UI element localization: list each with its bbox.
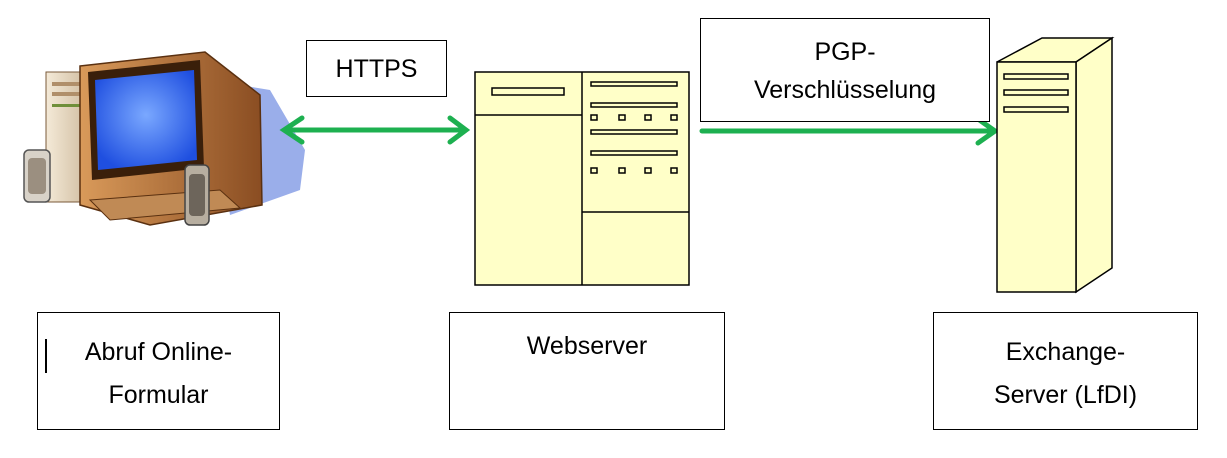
exchange-text-line2: Server (LfDI) [993,381,1138,409]
pgp-text-line2: Verschlüsselung [753,76,937,104]
tower-server-icon [996,36,1115,294]
https-arrow [279,115,471,145]
https-label: HTTPS [306,40,447,97]
https-text: HTTPS [335,55,418,83]
pgp-label: PGP- Verschlüsselung [700,18,990,122]
computer-icon [23,51,305,226]
exchange-label: Exchange- Server (LfDI) [933,312,1198,430]
webserver-text: Webserver [526,332,648,360]
client-label: Abruf Online- Formular [37,312,280,430]
client-text-line1: Abruf Online- [84,338,233,366]
text-cursor [45,339,47,373]
exchange-text-line1: Exchange- [1005,338,1126,366]
client-text-line2: Formular [108,381,209,409]
webserver-label: Webserver [449,312,725,430]
webserver-icon [474,71,690,286]
pgp-arrow [699,116,1000,146]
pgp-text-line1: PGP- [814,38,876,66]
